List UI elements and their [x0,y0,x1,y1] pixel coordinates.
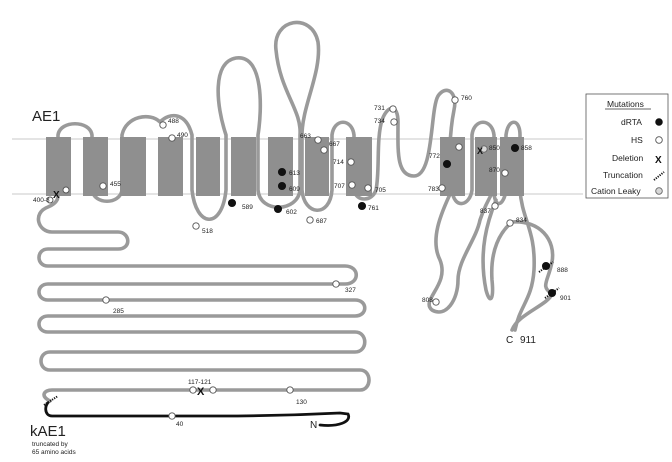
hs-marker-327 [333,281,339,287]
residue-label: 808 [422,297,433,304]
residue-label: 837 [480,208,491,215]
hs-marker-731 [390,106,396,112]
residue-label: 663 [300,133,311,140]
variant-note-line1: truncated by [32,441,69,448]
residue-label: 327 [345,287,356,294]
residue-label: 858 [521,145,532,152]
hs-marker-837 [492,203,498,209]
tm-segment-5 [196,137,220,196]
tm-segment-3 [120,137,146,196]
deletion-mark-850: X [477,146,483,156]
hs-marker-714 [348,159,354,165]
residue-label: 761 [368,205,379,212]
residue-label: 783 [428,186,439,193]
variant-note-line2: 65 amino acids [32,449,76,456]
hs-marker-870 [502,170,508,176]
residue-label: 870 [489,167,500,174]
residue-label: 772 [429,153,440,160]
drta-marker-613 [278,168,285,175]
hs-marker-760 [452,97,458,103]
residue-label: 714 [333,159,344,166]
residue-label: 707 [334,183,345,190]
hs-marker-488 [160,122,166,128]
residue-label: 488 [168,118,179,125]
deletion-mark-117-121: X [197,386,205,398]
residue-label: 850 [489,145,500,152]
residue-label: 760 [461,95,472,102]
hs-marker-408 [63,187,69,193]
drta-marker-772 [443,160,450,167]
tm-segment-6 [231,137,256,196]
residue-label: 667 [329,141,340,148]
residue-label: 589 [242,204,253,211]
tm-segment-4 [158,137,183,196]
legend-cation-leaky-symbol [656,188,663,195]
legend-title: Mutations [607,99,644,109]
residue-label: 888 [557,267,568,274]
variant-name-kae1: kAE1 [30,423,66,440]
hs-marker-490 [169,135,175,141]
hs-marker-117 [190,387,196,393]
hs-marker-808 [433,299,439,305]
hs-marker-705 [365,185,371,191]
residue-label: 609 [289,186,300,193]
hs-marker-834 [507,220,513,226]
residue-label: 400-8 [33,197,50,204]
residue-label: 455 [110,181,121,188]
legend-box [586,94,668,198]
drta-marker-589 [228,199,235,206]
drta-marker-609 [278,182,285,189]
drta-marker-602 [274,205,281,212]
c-terminus-label: C [506,335,513,346]
residue-label: 734 [374,118,385,125]
hs-marker-771 [456,144,462,150]
polypeptide-chain [38,22,552,425]
legend-label-deletion: Deletion [612,153,643,163]
hs-marker-707 [349,182,355,188]
residue-label: 705 [375,187,386,194]
hs-marker-663 [315,137,321,143]
legend-deletion-symbol: X [655,155,662,166]
residue-label: 285 [113,308,124,315]
drta-marker-761 [358,202,365,209]
c-terminus-residue: 911 [520,335,536,346]
residue-label: 613 [289,170,300,177]
protein-name-ae1: AE1 [32,108,60,125]
hs-marker-783 [439,185,445,191]
legend-drta-symbol [656,119,663,126]
hs-marker-518 [193,223,199,229]
residue-label: 901 [560,295,571,302]
hs-marker-121 [210,387,216,393]
mutation-legend: Mutations dRTA HS Deletion X Truncation … [586,94,668,198]
legend-label-truncation: Truncation [603,170,643,180]
legend-label-cation-leaky: Cation Leaky [591,186,641,196]
legend-label-hs: HS [631,135,643,145]
hs-marker-130 [287,387,293,393]
n-terminus-label: N [310,420,317,431]
deletion-mark-400-408: X [53,190,60,201]
hs-marker-734 [391,119,397,125]
residue-label: 834 [516,217,527,224]
tm-segment-8 [305,137,329,196]
hs-marker-687 [307,217,313,223]
residue-label: 687 [316,218,327,225]
residue-label: 40 [176,421,184,428]
drta-marker-858 [511,144,518,151]
hs-marker-40 [169,413,175,419]
residue-label: 130 [296,399,307,406]
residue-label: 731 [374,105,385,112]
legend-label-drta: dRTA [621,117,642,127]
hs-marker-455 [100,183,106,189]
residue-label: 518 [202,228,213,235]
hs-marker-285 [103,297,109,303]
residue-label: 117-121 [188,379,212,386]
hs-marker-667 [321,147,327,153]
legend-hs-symbol [656,137,663,144]
residue-label: 602 [286,209,297,216]
residue-label: 490 [177,132,188,139]
